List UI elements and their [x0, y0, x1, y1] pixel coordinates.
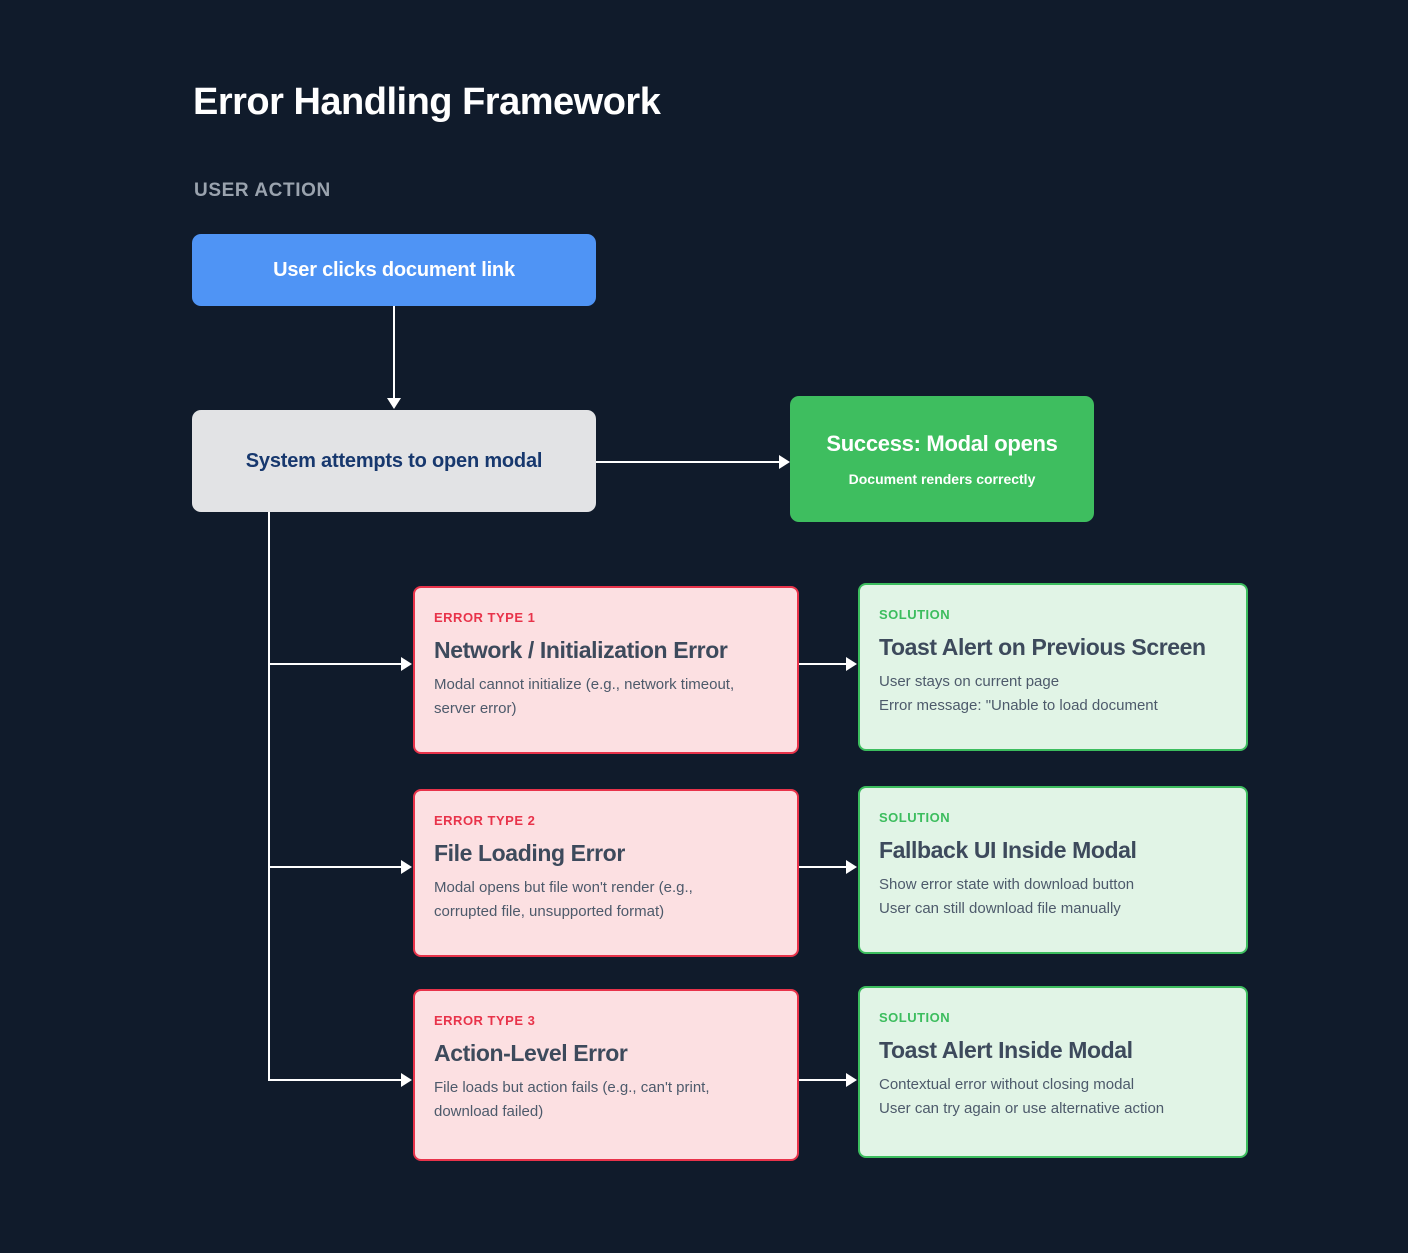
- error-card-1-body-line: Modal cannot initialize (e.g., network t…: [434, 676, 735, 694]
- arrowhead-trunk-to-error-3: [401, 1073, 412, 1087]
- error-card-3-body: File loads but action fails (e.g., can't…: [434, 1076, 778, 1123]
- error-card-2-body: Modal opens but file won't render (e.g.,…: [434, 876, 778, 923]
- solution-card-1-body-line: User stays on current page: [879, 673, 1060, 691]
- arrowhead-trunk-to-error-1: [401, 657, 412, 671]
- node-success-title: Success: Modal opens: [826, 431, 1058, 456]
- solution-card-3-body-line: Contextual error without closing modal: [879, 1076, 1135, 1094]
- error-card-1-kicker: ERROR TYPE 1: [434, 610, 536, 625]
- arrowhead-system-to-success: [779, 455, 790, 469]
- error-card-1-body: Modal cannot initialize (e.g., network t…: [434, 673, 778, 720]
- node-user-action[interactable]: User clicks document link: [192, 234, 596, 306]
- connector-system-trunk: [268, 512, 270, 1081]
- error-card-2-kicker: ERROR TYPE 2: [434, 813, 536, 828]
- node-system-attempt[interactable]: System attempts to open modal: [192, 410, 596, 512]
- error-card-3[interactable]: ERROR TYPE 3 Action-Level Error File loa…: [413, 989, 799, 1161]
- error-card-2-heading: File Loading Error: [434, 840, 625, 866]
- error-card-2[interactable]: ERROR TYPE 2 File Loading Error Modal op…: [413, 789, 799, 957]
- arrowhead-error-1-to-solution-1: [846, 657, 857, 671]
- solution-card-1-body: User stays on current page Error message…: [879, 670, 1227, 717]
- connector-system-to-success: [596, 461, 782, 463]
- error-card-1-heading: Network / Initialization Error: [434, 637, 728, 663]
- solution-card-1-heading: Toast Alert on Previous Screen: [879, 634, 1206, 660]
- solution-card-2-body-line: Show error state with download button: [879, 876, 1135, 894]
- error-card-3-body-line: File loads but action fails (e.g., can't…: [434, 1079, 710, 1097]
- node-success[interactable]: Success: Modal opens Document renders co…: [790, 396, 1094, 522]
- solution-card-1-body-line: Error message: "Unable to load document: [879, 696, 1158, 714]
- section-label-user-action: USER ACTION: [194, 180, 331, 201]
- node-success-subtitle: Document renders correctly: [848, 471, 1036, 487]
- solution-card-2-body-line: User can still download file manually: [879, 899, 1121, 917]
- solution-card-3-body-line: User can try again or use alternative ac…: [879, 1099, 1165, 1117]
- solution-card-1[interactable]: SOLUTION Toast Alert on Previous Screen …: [858, 583, 1248, 751]
- error-card-1[interactable]: ERROR TYPE 1 Network / Initialization Er…: [413, 586, 799, 754]
- error-card-3-body-line: download failed): [434, 1102, 544, 1120]
- connector-trunk-to-error-3: [268, 1079, 405, 1081]
- solution-card-3-kicker: SOLUTION: [879, 1010, 951, 1025]
- error-card-3-heading: Action-Level Error: [434, 1040, 628, 1066]
- connector-trunk-to-error-2: [268, 866, 405, 868]
- solution-card-2[interactable]: SOLUTION Fallback UI Inside Modal Show e…: [858, 786, 1248, 954]
- solution-card-2-heading: Fallback UI Inside Modal: [879, 837, 1137, 863]
- error-card-2-body-line: Modal opens but file won't render (e.g.,: [434, 879, 693, 897]
- solution-card-1-kicker: SOLUTION: [879, 607, 951, 622]
- page-title: Error Handling Framework: [193, 81, 661, 123]
- node-system-attempt-title: System attempts to open modal: [245, 449, 543, 472]
- arrowhead-error-2-to-solution-2: [846, 860, 857, 874]
- arrowhead-trunk-to-error-2: [401, 860, 412, 874]
- connector-trunk-to-error-1: [268, 663, 405, 665]
- error-card-2-body-line: corrupted file, unsupported format): [434, 902, 665, 920]
- connector-error-2-to-solution-2: [799, 866, 849, 868]
- arrowhead-error-3-to-solution-3: [846, 1073, 857, 1087]
- solution-card-3[interactable]: SOLUTION Toast Alert Inside Modal Contex…: [858, 986, 1248, 1158]
- solution-card-3-heading: Toast Alert Inside Modal: [879, 1037, 1133, 1063]
- solution-card-2-kicker: SOLUTION: [879, 810, 951, 825]
- solution-card-2-body: Show error state with download button Us…: [879, 873, 1227, 920]
- connector-action-to-system: [393, 306, 395, 400]
- connector-error-3-to-solution-3: [799, 1079, 849, 1081]
- error-card-3-kicker: ERROR TYPE 3: [434, 1013, 536, 1028]
- solution-card-3-body: Contextual error without closing modal U…: [879, 1073, 1227, 1120]
- connector-error-1-to-solution-1: [799, 663, 849, 665]
- error-card-1-body-line: server error): [434, 699, 517, 717]
- node-user-action-title: User clicks document link: [273, 258, 515, 281]
- arrowhead-action-to-system: [387, 398, 401, 409]
